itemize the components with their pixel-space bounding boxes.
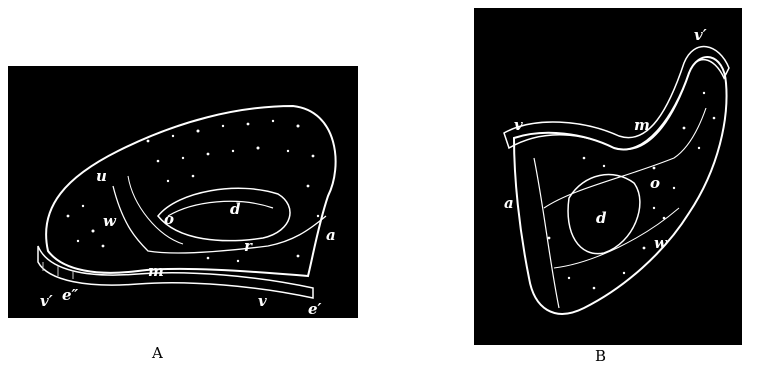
figure-b-label-o: o: [650, 174, 660, 192]
figure-b-panel: v′ v m a d o w: [474, 8, 742, 345]
figure-b-label-v-prime: v′: [694, 26, 707, 44]
figure-a-label-m: m: [148, 262, 164, 280]
figure-a-label-v: v: [258, 292, 267, 310]
figure-a-label-e-prime: e′: [308, 300, 322, 318]
figure-b-caption: B: [595, 347, 606, 365]
figure-a-label-d: d: [230, 200, 241, 218]
figure-b-label-d: d: [596, 209, 607, 227]
figure-a-label-r: r: [244, 237, 253, 255]
figure-b-label-v: v: [514, 116, 523, 134]
figure-a: u w o d r a m v e′ v′ e″ A: [0, 0, 380, 370]
figure-a-label-o: o: [164, 210, 174, 228]
figure-a-inner-duct: [158, 188, 290, 240]
figure-a-outline: [46, 106, 336, 276]
figure-b-drawing: v′ v m a d o w: [474, 8, 742, 345]
figure-a-caption: A: [152, 344, 163, 362]
figure-a-label-u: u: [96, 167, 107, 185]
figure-b-label-a: a: [504, 194, 514, 212]
figure-b: v′ v m a d o w B: [380, 0, 762, 370]
figure-a-label-e-double-prime: e″: [62, 286, 79, 304]
figure-a-panel: u w o d r a m v e′ v′ e″: [8, 66, 358, 318]
figure-a-drawing: u w o d r a m v e′ v′ e″: [8, 66, 358, 318]
figure-a-lower-band: [38, 246, 313, 298]
figure-b-label-m: m: [634, 116, 650, 134]
figure-a-label-w: w: [103, 212, 117, 230]
figure-a-label-v-prime: v′: [40, 292, 53, 310]
figure-b-label-w: w: [654, 234, 668, 252]
figure-a-label-a: a: [326, 226, 336, 244]
figure-b-outline: [514, 57, 727, 314]
